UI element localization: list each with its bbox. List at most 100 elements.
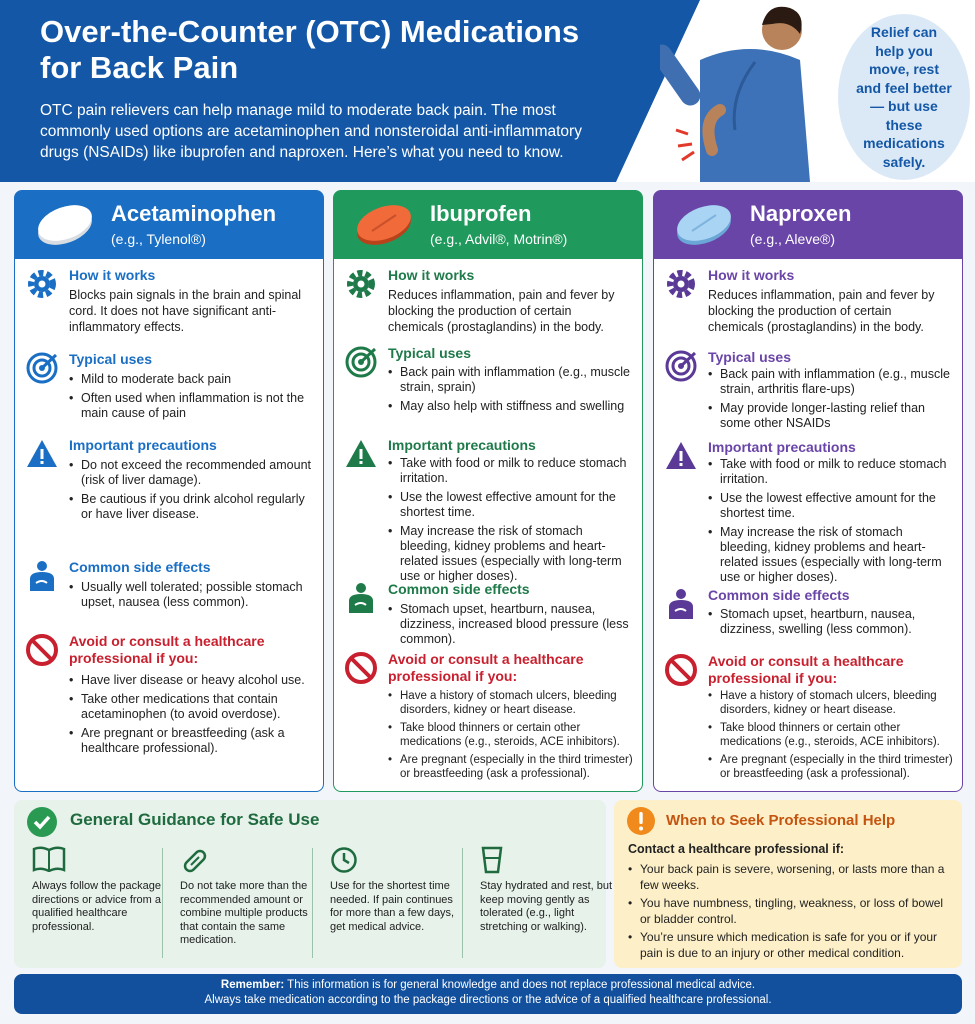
drug-name: Acetaminophen [111,201,277,226]
prohibited-icon [665,654,697,686]
footer-reminder: Remember: This information is for genera… [14,974,962,1014]
back-pain-person-illustration [660,6,810,182]
avoid-list: Have a history of stomach ulcers, bleedi… [708,689,954,785]
list-item: Take with food or milk to reduce stomach… [708,457,954,487]
footer-line-2: Always take medication according to the … [204,994,772,1006]
list-item: Your back pain is severe, worsening, or … [628,861,954,893]
list-item: May increase the risk of stomach bleedin… [388,524,634,584]
footer-line-1: This information is for general knowledg… [287,979,756,991]
list-item: Back pain with inflammation (e.g., muscl… [708,367,954,397]
intro-text: OTC pain relievers can help manage mild … [40,102,582,161]
person-stomach-icon [30,561,54,591]
guidance-text: Use for the shortest time needed. If pai… [330,880,455,933]
list-item: Take blood thinners or certain other med… [708,721,954,749]
precautions-list: Take with food or milk to reduce stomach… [388,456,634,588]
guidance-item: Always follow the package directions or … [32,846,172,933]
alert-circle-icon [627,807,655,835]
section-title: Important precautions [388,437,536,453]
book-icon [32,846,66,873]
general-guidance-panel: General Guidance for Safe Use Always fol… [14,800,612,968]
seek-help-title: When to Seek Professional Help [666,812,896,829]
list-item: Often used when inflammation is not the … [69,391,315,421]
list-item: Have liver disease or heavy alcohol use. [69,673,315,688]
prohibited-icon [345,652,377,684]
header-banner: Over-the-Counter (OTC) Medications for B… [0,0,975,182]
precautions-list: Do not exceed the recommended amount (ri… [69,458,315,526]
guidance-text: Stay hydrated and rest, but keep moving … [480,880,613,933]
card-naproxen: Naproxen (e.g., Aleve®) How it works Red… [653,190,963,792]
target-icon [26,352,58,384]
list-item: Have a history of stomach ulcers, bleedi… [708,689,954,717]
check-circle-icon [27,807,57,837]
seek-help-list: Your back pain is severe, worsening, or … [628,861,954,963]
drug-example: (e.g., Advil®, Motrin®) [430,231,568,247]
guidance-text: Always follow the package directions or … [32,880,162,933]
section-title: Common side effects [69,559,211,575]
white-tablet-icon [38,205,92,245]
section-title: How it works [388,267,475,283]
divider [462,848,463,958]
prohibited-icon [26,634,58,666]
card-acetaminophen: Acetaminophen (e.g., Tylenol®) How it wo… [14,190,324,792]
list-item: Are pregnant (especially in the third tr… [708,753,954,781]
blue-tablet-icon [677,205,731,245]
capsule-icon [183,849,207,873]
section-title: Typical uses [388,345,472,361]
list-item: Take blood thinners or certain other med… [388,721,634,749]
divider [312,848,313,958]
list-item: Stomach upset, heartburn, nausea, dizzin… [708,607,954,637]
list-item: May also help with stiffness and swellin… [388,399,634,414]
section-title: How it works [708,267,795,283]
list-item: May increase the risk of stomach bleedin… [708,525,954,585]
card-header: Acetaminophen (e.g., Tylenol®) [15,191,323,259]
list-item: Use the lowest effective amount for the … [708,491,954,521]
list-item: Are pregnant (especially in the third tr… [388,753,634,781]
list-item: Stomach upset, heartburn, nausea, dizzin… [388,602,634,647]
target-icon [345,346,377,378]
list-item: You’re unsure which medication is safe f… [628,929,954,961]
list-item: You have numbness, tingling, weakness, o… [628,895,954,927]
guidance-title: General Guidance for Safe Use [70,810,320,829]
person-stomach-icon [349,583,373,613]
section-title: Avoid or consult a healthcare profession… [388,651,584,684]
gear-icon [667,270,695,298]
card-header: Naproxen (e.g., Aleve®) [654,191,962,259]
warning-triangle-icon [27,440,57,467]
water-glass-icon [481,846,503,874]
section-title: How it works [69,267,156,283]
guidance-item: Use for the shortest time needed. If pai… [330,846,470,933]
drug-name: Ibuprofen [430,201,532,226]
gear-icon [347,270,375,298]
section-title: Common side effects [388,581,530,597]
list-item: Back pain with inflammation (e.g., muscl… [388,365,634,395]
header-background [0,0,700,182]
warning-triangle-icon [346,440,376,467]
target-icon [665,350,697,382]
section-title: Important precautions [69,437,217,453]
list-item: Are pregnant or breastfeeding (ask a hea… [69,726,315,756]
side-effects-list: Usually well tolerated; possible stomach… [69,580,315,614]
side-effects-list: Stomach upset, heartburn, nausea, dizzin… [708,607,954,641]
list-item: Mild to moderate back pain [69,372,315,387]
drug-name: Naproxen [750,201,852,226]
side-effects-list: Stomach upset, heartburn, nausea, dizzin… [388,602,634,651]
warning-triangle-icon [666,442,696,469]
footer-label: Remember: [220,979,285,991]
list-item: Take other medications that contain acet… [69,692,315,722]
drug-example: (e.g., Tylenol®) [111,231,206,247]
avoid-list: Have liver disease or heavy alcohol use.… [69,673,315,760]
person-stomach-icon [669,589,693,619]
seek-help-panel: When to Seek Professional Help Contact a… [614,800,962,968]
section-text: Blocks pain signals in the brain and spi… [69,288,302,334]
uses-list: Back pain with inflammation (e.g., muscl… [388,365,634,418]
gear-icon [28,270,56,298]
guidance-item: Do not take more than the recommended am… [180,846,320,946]
section-text: Reduces inflammation, pain and fever by … [708,288,935,334]
list-item: Use the lowest effective amount for the … [388,490,634,520]
list-item: May provide longer-lasting relief than s… [708,401,954,431]
section-title: Avoid or consult a healthcare profession… [708,653,904,686]
uses-list: Mild to moderate back pain Often used wh… [69,372,315,425]
avoid-list: Have a history of stomach ulcers, bleedi… [388,689,634,785]
seek-help-subtitle: Contact a healthcare professional if: [628,842,845,856]
clock-icon [331,847,357,873]
